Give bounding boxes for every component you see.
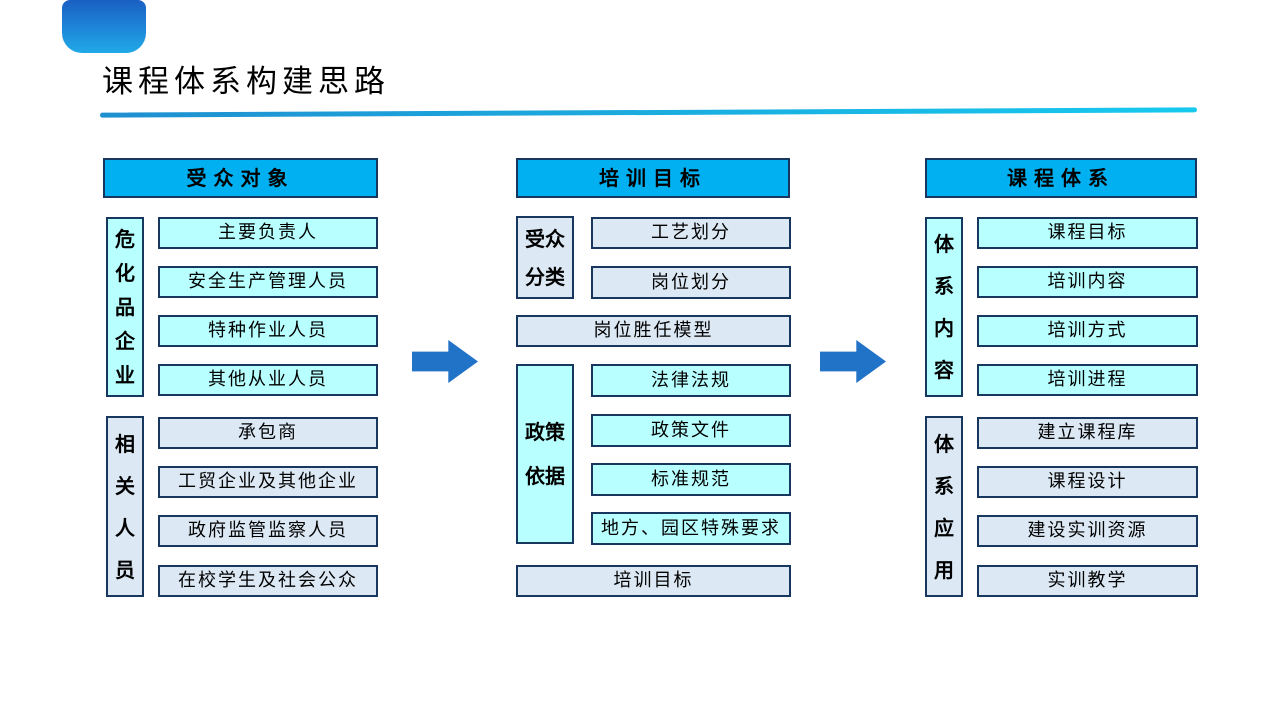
item-box: 政策文件 (591, 414, 791, 447)
flow-arrow-icon (412, 340, 478, 383)
group-label-system-content: 体系内容 (925, 217, 963, 397)
item-box: 课程设计 (977, 466, 1198, 498)
item-box: 课程目标 (977, 217, 1198, 249)
item-box: 培训内容 (977, 266, 1198, 298)
item-box: 政府监管监察人员 (158, 515, 378, 547)
item-box: 法律法规 (591, 364, 791, 397)
item-box: 建立课程库 (977, 417, 1198, 449)
header-audience: 受众对象 (103, 158, 378, 198)
item-box: 地方、园区特殊要求 (591, 512, 791, 545)
item-box: 主要负责人 (158, 217, 378, 249)
item-box: 培训方式 (977, 315, 1198, 347)
flow-arrow-icon (820, 340, 886, 383)
box-training-goal-summary: 培训目标 (516, 565, 791, 597)
item-box: 实训教学 (977, 565, 1198, 597)
page-title: 课程体系构建思路 (102, 64, 390, 100)
box-post-competency-model: 岗位胜任模型 (516, 315, 791, 347)
item-box: 其他从业人员 (158, 364, 378, 396)
item-box: 培训进程 (977, 364, 1198, 396)
group-label-hazmat-enterprise: 危化品企业 (106, 217, 144, 397)
group-label-audience-classification: 受众分类 (516, 216, 574, 299)
header-course-system: 课程体系 (925, 158, 1197, 198)
group-label-system-application: 体系应用 (925, 416, 963, 597)
item-box: 标准规范 (591, 463, 791, 496)
item-box: 特种作业人员 (158, 315, 378, 347)
item-box: 安全生产管理人员 (158, 266, 378, 298)
item-box: 岗位划分 (591, 266, 791, 299)
item-box: 在校学生及社会公众 (158, 565, 378, 597)
slide-corner-logo (62, 0, 146, 53)
title-underline (99, 107, 1198, 118)
item-box: 承包商 (158, 417, 378, 449)
header-training-goals: 培训目标 (516, 158, 790, 198)
group-label-policy-basis: 政策依据 (516, 364, 574, 544)
item-box: 工艺划分 (591, 217, 791, 249)
item-box: 建设实训资源 (977, 515, 1198, 547)
group-label-related-personnel: 相关人员 (106, 416, 144, 597)
item-box: 工贸企业及其他企业 (158, 466, 378, 498)
